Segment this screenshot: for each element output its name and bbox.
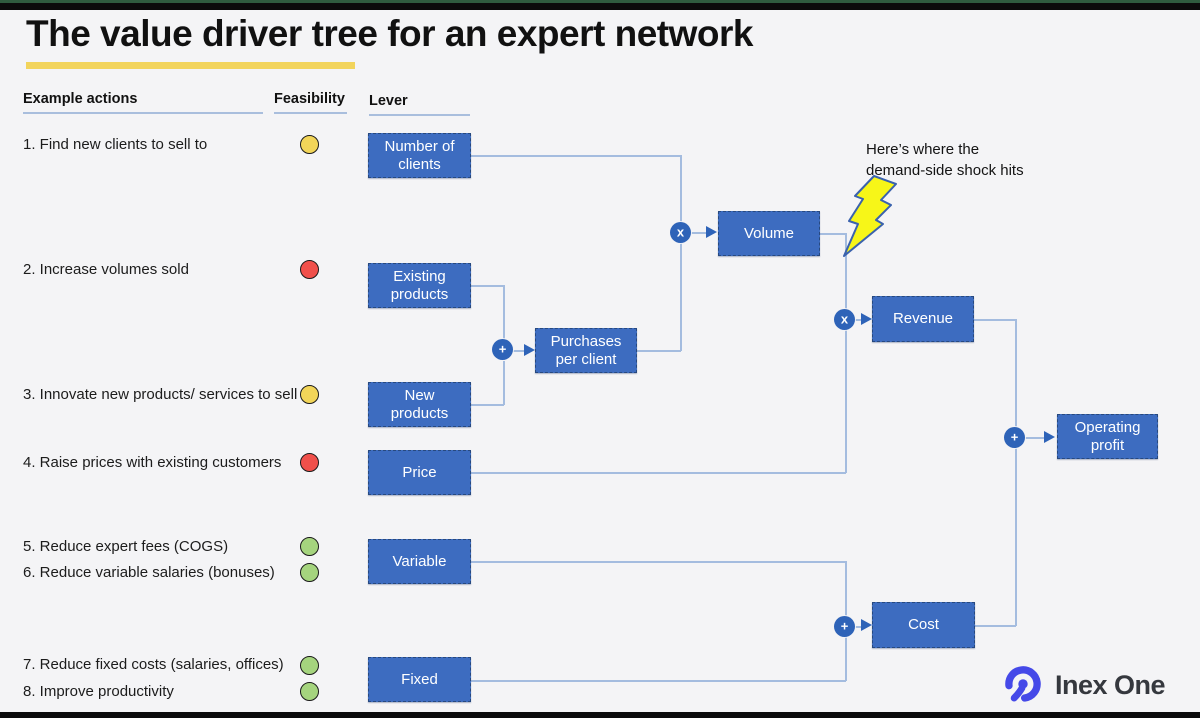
shock-annotation-line1: Here’s where the	[866, 141, 980, 158]
connector-line	[974, 319, 1016, 321]
feasibility-dot-7	[300, 656, 319, 675]
top-border-bar	[0, 0, 1200, 10]
connector-line	[975, 625, 1016, 627]
column-header-example-actions: Example actions	[23, 91, 138, 107]
connector-line	[1015, 319, 1017, 428]
inex-one-logo-icon	[1005, 666, 1041, 702]
operator-multiply-icon: x	[670, 222, 691, 243]
connector-line	[845, 637, 847, 681]
node-price: Price	[368, 450, 471, 495]
feasibility-dot-6	[300, 563, 319, 582]
page-title: The value driver tree for an expert netw…	[26, 13, 753, 54]
node-variable: Variable	[368, 539, 471, 584]
feasibility-dot-5	[300, 537, 319, 556]
connector-line	[820, 233, 846, 235]
feasibility-dot-1	[300, 135, 319, 154]
connector-line	[845, 330, 847, 473]
node-existing-products: Existing products	[368, 263, 471, 308]
bottom-border-bar	[0, 712, 1200, 718]
node-operating-profit: Operating profit	[1057, 414, 1158, 459]
connector-line	[471, 472, 846, 474]
shock-annotation: Here’s where the demand-side shock hits	[866, 139, 1024, 181]
connector-line	[845, 561, 847, 617]
connector-line	[845, 233, 847, 310]
feasibility-dot-2	[300, 260, 319, 279]
arrowhead-icon	[706, 226, 717, 238]
connector-line	[680, 243, 682, 351]
action-item-8: 8. Improve productivity	[23, 683, 174, 700]
connector-line	[471, 404, 504, 406]
inex-one-logo-text: Inex One	[1055, 669, 1166, 700]
connector-line	[855, 319, 863, 321]
connector-line	[471, 155, 680, 157]
arrowhead-icon	[861, 619, 872, 631]
connector-line	[471, 285, 504, 287]
action-item-7: 7. Reduce fixed costs (salaries, offices…	[23, 656, 284, 673]
connector-line	[691, 232, 709, 234]
arrowhead-icon	[1044, 431, 1055, 443]
connector-line	[471, 561, 846, 563]
arrowhead-icon	[524, 344, 535, 356]
operator-glyph: +	[1010, 429, 1019, 445]
lightning-bolt-icon	[843, 175, 897, 257]
node-purchases-per-client: Purchases per client	[535, 328, 637, 373]
connector-line	[513, 350, 526, 352]
connector-line	[503, 285, 505, 340]
node-fixed: Fixed	[368, 657, 471, 702]
connector-line	[680, 155, 682, 223]
action-item-3: 3. Innovate new products/ services to se…	[23, 386, 298, 403]
shock-annotation-line2: demand-side shock hits	[866, 162, 1024, 179]
operator-glyph: x	[840, 311, 849, 327]
column-underline	[369, 114, 470, 116]
title-underline-accent	[26, 62, 355, 69]
operator-plus-icon: +	[834, 616, 855, 637]
node-new-products: New products	[368, 382, 471, 427]
feasibility-dot-4	[300, 453, 319, 472]
action-item-4: 4. Raise prices with existing customers	[23, 454, 282, 471]
connector-line	[1015, 448, 1017, 626]
connector-line	[637, 350, 681, 352]
node-revenue: Revenue	[872, 296, 974, 342]
arrowhead-icon	[861, 313, 872, 325]
connector-line	[855, 626, 863, 628]
operator-multiply-icon: x	[834, 309, 855, 330]
node-cost: Cost	[872, 602, 975, 648]
feasibility-dot-3	[300, 385, 319, 404]
operator-glyph: x	[676, 224, 685, 240]
connector-line	[503, 361, 505, 405]
operator-glyph: +	[498, 341, 507, 357]
connector-line	[1025, 437, 1046, 439]
feasibility-dot-8	[300, 682, 319, 701]
connector-line	[471, 680, 846, 682]
action-item-6: 6. Reduce variable salaries (bonuses)	[23, 564, 275, 581]
action-item-5: 5. Reduce expert fees (COGS)	[23, 538, 229, 555]
action-item-2: 2. Increase volumes sold	[23, 261, 189, 278]
operator-plus-icon: +	[492, 339, 513, 360]
node-number-of-clients: Number of clients	[368, 133, 471, 178]
action-item-1: 1. Find new clients to sell to	[23, 136, 208, 153]
node-volume: Volume	[718, 211, 820, 256]
operator-plus-icon: +	[1004, 427, 1025, 448]
column-underline	[274, 112, 347, 114]
column-header-lever: Lever	[369, 93, 408, 109]
column-header-feasibility: Feasibility	[274, 91, 345, 107]
operator-glyph: +	[840, 618, 849, 634]
inex-one-logo: Inex One	[1000, 662, 1166, 708]
column-underline	[23, 112, 263, 114]
